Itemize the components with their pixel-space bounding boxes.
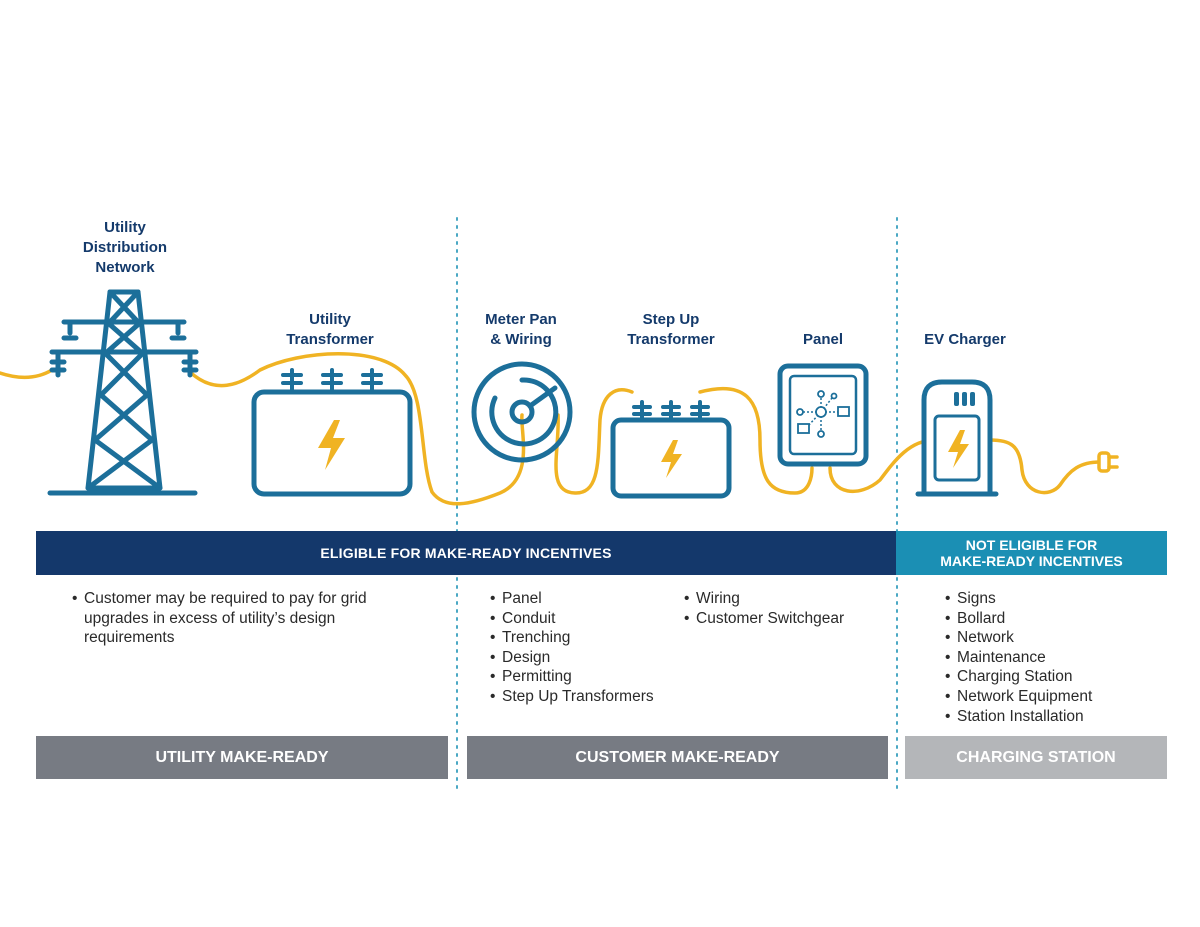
customer-items-col2: Wiring Customer Switchgear	[684, 589, 844, 628]
eligible-incentives-text: ELIGIBLE FOR MAKE-READY INCENTIVES	[320, 545, 612, 561]
label-meter-pan-wiring: Meter Pan & Wiring	[485, 311, 557, 348]
panel-icon	[777, 363, 869, 467]
footer-customer-text: CUSTOMER MAKE-READY	[575, 748, 780, 766]
list-item: Maintenance	[945, 648, 1092, 668]
list-item: Network	[945, 628, 1092, 648]
list-item: Bollard	[945, 609, 1092, 629]
list-item: Panel	[490, 589, 654, 609]
footer-utility-make-ready: UTILITY MAKE-READY	[36, 736, 448, 779]
utility-note: Customer may be required to pay for grid…	[72, 589, 414, 648]
list-item: Design	[490, 648, 654, 668]
power-wire	[0, 352, 1102, 506]
transformer-icon	[251, 368, 413, 497]
footer-customer-make-ready: CUSTOMER MAKE-READY	[467, 736, 888, 779]
label-step-up-transformer: Step Up Transformer	[627, 311, 715, 348]
footer-charging-station: CHARGING STATION	[905, 736, 1167, 779]
lightning-bolt-icon	[318, 420, 345, 470]
not-eligible-line2: MAKE-READY INCENTIVES	[940, 553, 1123, 569]
footer-utility-text: UTILITY MAKE-READY	[155, 748, 329, 766]
label-utility-distribution-network: Utility Distribution Network	[82, 219, 168, 276]
meter-gauge-icon	[471, 361, 573, 463]
lightning-bolt-icon	[948, 430, 969, 468]
station-items: Signs Bollard Network Maintenance Chargi…	[945, 589, 1092, 726]
not-eligible-line1: NOT ELIGIBLE FOR	[965, 537, 1098, 553]
footer-station-text: CHARGING STATION	[956, 748, 1116, 766]
plug-icon	[1097, 451, 1119, 473]
list-item: Permitting	[490, 667, 654, 687]
list-item: Step Up Transformers	[490, 687, 654, 707]
customer-items-col1: Panel Conduit Trenching Design Permittin…	[490, 589, 654, 707]
transmission-tower-icon	[47, 289, 199, 496]
list-item: Conduit	[490, 609, 654, 629]
list-item: Station Installation	[945, 707, 1092, 727]
list-item: Wiring	[684, 589, 844, 609]
list-item: Customer Switchgear	[684, 609, 844, 629]
lightning-bolt-icon	[661, 440, 682, 478]
list-item: Signs	[945, 589, 1092, 609]
ev-charger-icon	[915, 379, 999, 497]
label-panel: Panel	[802, 331, 844, 348]
label-ev-charger: EV Charger	[924, 331, 1006, 348]
list-item: Network Equipment	[945, 687, 1092, 707]
not-eligible-incentives-band: NOT ELIGIBLE FOR MAKE-READY INCENTIVES	[896, 531, 1167, 575]
eligible-incentives-band: ELIGIBLE FOR MAKE-READY INCENTIVES	[36, 531, 896, 575]
step-up-transformer-icon	[610, 400, 732, 499]
label-utility-transformer: Utility Transformer	[286, 311, 374, 348]
list-item: Charging Station	[945, 667, 1092, 687]
list-item: Trenching	[490, 628, 654, 648]
